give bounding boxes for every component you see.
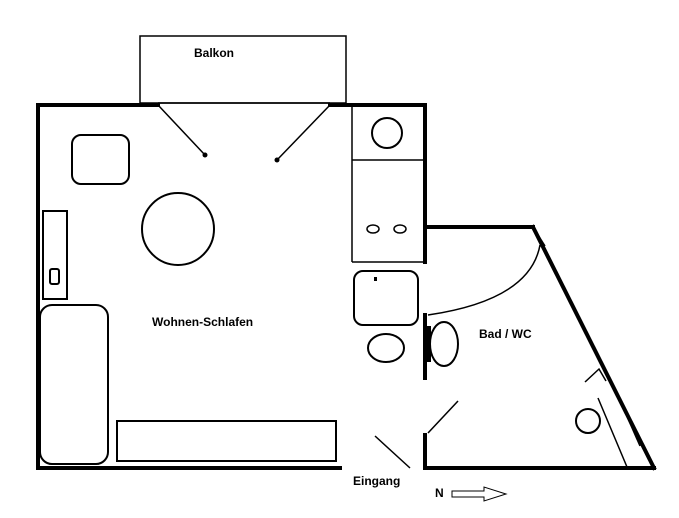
side-cabinet-knob [49,268,60,285]
entrance-door [374,400,459,469]
fridge [353,270,419,326]
compass-label: N [435,486,444,500]
entrance-label: Eingang [353,474,401,488]
balcony-label: Balkon [194,46,235,60]
stove-burner-right [393,224,407,234]
bath-door-arc [427,244,541,316]
round-table [141,192,215,266]
sink-round [371,117,403,149]
bath-label: Bad / WC [479,327,532,341]
armchair [71,134,130,185]
washbasin [367,333,405,363]
shower [575,367,641,468]
living-room-label: Wohnen-Schlafen [152,315,254,329]
balcony-door [157,102,331,163]
toilet [429,321,459,367]
sideboard [116,420,337,462]
fridge-dot [374,277,377,281]
bath-door-jamb [426,326,431,362]
stove-burner-left [366,224,380,234]
bath-door-frame [532,226,546,247]
balcony-area [139,35,347,104]
north-arrow-icon [451,486,508,502]
bed [39,304,109,465]
side-cabinet [42,210,68,300]
walls [36,103,657,471]
